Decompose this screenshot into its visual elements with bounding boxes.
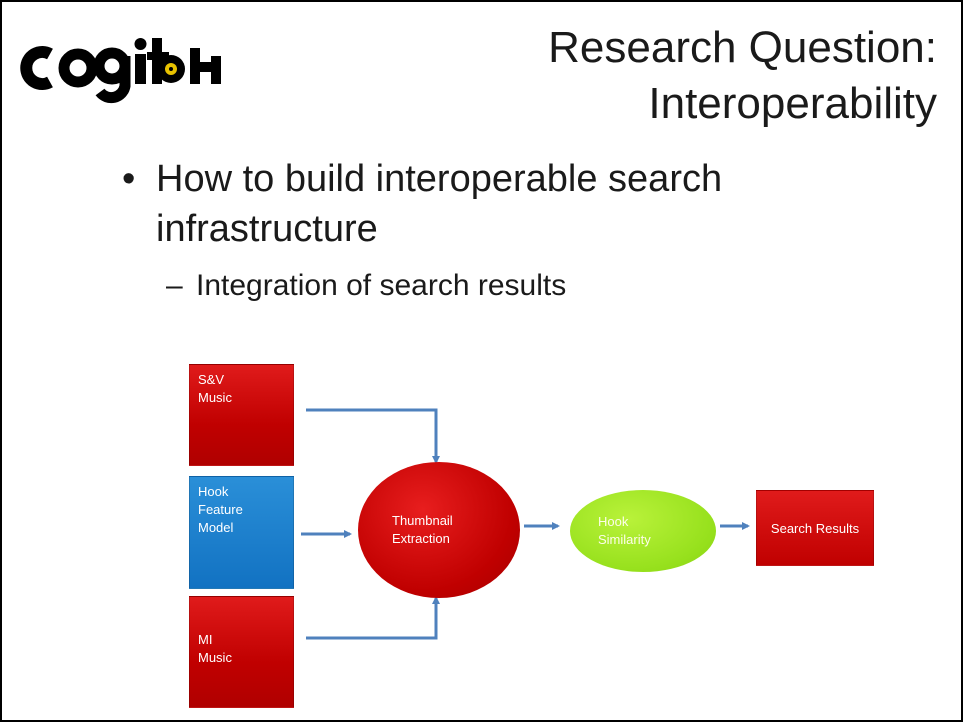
thumbnail-extraction-node: Thumbnail Extraction	[358, 462, 520, 598]
hook-feature-model-label: Hook Feature Model	[198, 484, 243, 535]
search-results-box: Search Results	[756, 490, 874, 566]
thumbnail-extraction-label: Thumbnail Extraction	[392, 513, 453, 546]
arrow-mi-to-thumbnail	[306, 596, 440, 640]
logo-graphic	[20, 38, 221, 104]
hook-feature-model-box: Hook Feature Model	[189, 476, 294, 589]
mi-music-box: MI Music	[189, 596, 294, 708]
slide-title: Research Question: Interoperability	[548, 20, 937, 132]
sv-music-label: S&V Music	[198, 372, 232, 405]
title-line-1: Research Question:	[548, 23, 937, 72]
sv-music-box: S&V Music	[189, 364, 294, 466]
mi-music-label: MI Music	[198, 632, 232, 665]
search-results-label: Search Results	[770, 520, 860, 536]
subbullet-item: Integration of search results	[166, 264, 882, 308]
bullet-list: How to build interoperable search infras…	[122, 154, 882, 308]
bullet-item: How to build interoperable search infras…	[122, 154, 882, 254]
cogitch-logo	[20, 20, 240, 110]
arrow-sv-to-thumbnail	[306, 408, 440, 464]
hook-similarity-label: Hook Similarity	[598, 514, 651, 547]
title-line-2: Interoperability	[648, 79, 937, 128]
hook-similarity-node: Hook Similarity	[570, 490, 716, 572]
